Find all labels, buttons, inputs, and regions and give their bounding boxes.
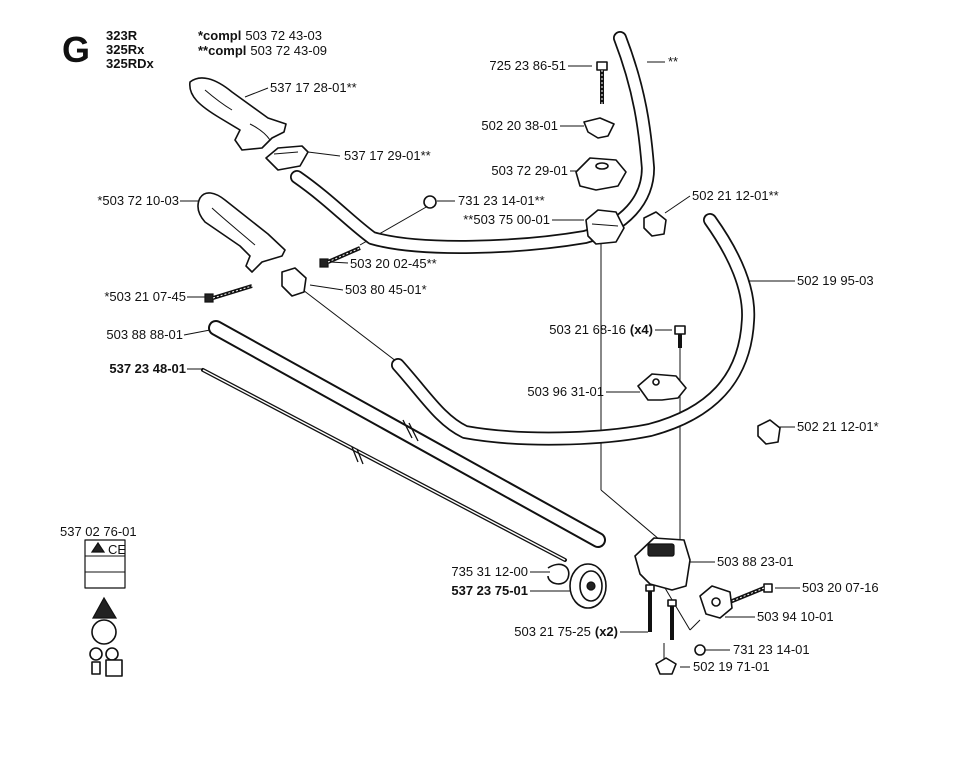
- part-label: **503 75 00-01: [463, 212, 550, 227]
- ce-mark-icon: CE: [108, 542, 126, 557]
- compl-number: 503 72 43-03: [245, 28, 322, 43]
- leader-lines: [180, 61, 800, 668]
- compl-marker: *compl: [198, 28, 241, 43]
- part-label: 502 21 12-01**: [692, 188, 779, 203]
- handle-clamp: [265, 145, 309, 171]
- part-label: 502 19 95-03: [797, 273, 874, 288]
- drive-shaft: [201, 368, 567, 562]
- part-label: 503 96 31-01: [527, 384, 604, 399]
- part-label: 503 21 68-16 (x4): [549, 322, 653, 337]
- part-label: *503 72 10-03: [97, 193, 179, 208]
- warning-decal-sheet: CE: [84, 539, 126, 677]
- compl-number: 503 72 43-09: [250, 43, 327, 58]
- part-label: 731 23 14-01: [733, 642, 810, 657]
- model-name: 323R: [106, 28, 138, 43]
- compl-note: **compl 503 72 43-09: [198, 43, 327, 58]
- part-label: 503 88 88-01: [106, 327, 183, 342]
- model-name: 325Rx: [106, 42, 145, 57]
- warning-triangle-icon: [91, 596, 118, 619]
- part-label: *503 21 07-45: [104, 289, 186, 304]
- part-label: 503 21 75-25 (x2): [514, 624, 618, 639]
- part-label: 537 17 28-01**: [270, 80, 357, 95]
- part-label: 537 02 76-01: [60, 524, 137, 539]
- boots-icon: [105, 647, 119, 661]
- part-label: 537 23 75-01: [451, 583, 528, 598]
- part-label: 503 80 45-01*: [345, 282, 427, 297]
- noise-level-icon: [105, 659, 123, 677]
- part-label: 502 21 12-01*: [797, 419, 879, 434]
- part-number: 503 21 68-16: [549, 322, 626, 337]
- part-label: 503 20 07-16: [802, 580, 879, 595]
- section-letter: G: [62, 29, 90, 70]
- part-quantity: (x4): [630, 322, 653, 337]
- model-name: 325RDx: [106, 56, 154, 71]
- part-labels: 537 17 28-01** 537 17 29-01** *503 72 10…: [60, 54, 879, 674]
- part-label: **: [668, 54, 678, 69]
- gloves-icon: [89, 647, 103, 661]
- part-label: 503 94 10-01: [757, 609, 834, 624]
- screws: [204, 61, 773, 640]
- part-label: 503 88 23-01: [717, 554, 794, 569]
- part-quantity: (x2): [595, 624, 618, 639]
- part-number: 503 21 75-25: [514, 624, 591, 639]
- part-label: 537 23 48-01: [109, 361, 186, 376]
- part-label: 725 23 86-51: [489, 58, 566, 73]
- shaft-tube: [208, 320, 606, 548]
- compl-marker: **compl: [198, 43, 246, 58]
- small-parts: [281, 117, 781, 675]
- fuel-can-icon: [91, 661, 101, 675]
- part-label: 502 19 71-01: [693, 659, 770, 674]
- diagram-header: G 323R 325Rx 325RDx *compl 503 72 43-03 *…: [62, 28, 327, 71]
- part-label: 537 17 29-01**: [344, 148, 431, 163]
- warning-triangle-icon: [90, 541, 106, 553]
- throttle-handle: [189, 77, 287, 151]
- part-label: 503 72 29-01: [491, 163, 568, 178]
- part-label: 735 31 12-00: [451, 564, 528, 579]
- left-handle: [197, 192, 286, 273]
- protective-gear-icon: [91, 619, 117, 645]
- part-label: 503 20 02-45**: [350, 256, 437, 271]
- compl-note: *compl 503 72 43-03: [198, 28, 322, 43]
- part-label: 731 23 14-01**: [458, 193, 545, 208]
- part-label: 502 20 38-01: [481, 118, 558, 133]
- handlebar: [290, 31, 756, 446]
